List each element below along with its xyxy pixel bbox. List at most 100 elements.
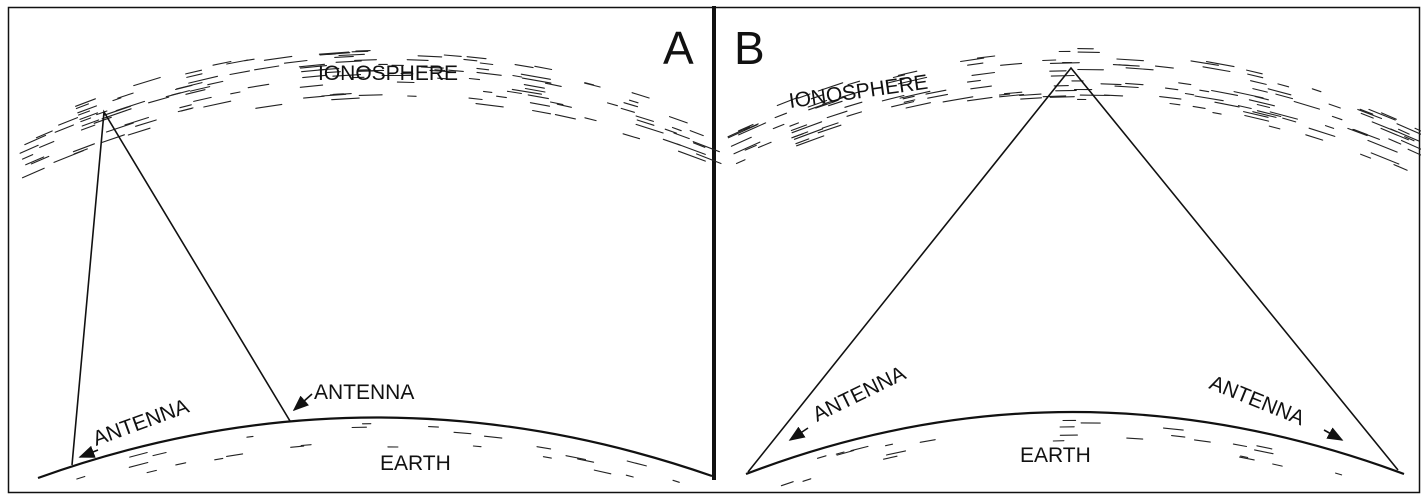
panel-a-ionosphere-stroke	[55, 125, 73, 132]
panel-b-ionosphere-stroke	[968, 63, 983, 65]
panel-a-ionosphere-stroke	[557, 104, 571, 107]
panel-b-ionosphere-stroke	[1248, 74, 1263, 78]
panel-a-ionosphere-stroke	[497, 96, 507, 97]
panel-a-ionosphere-stroke	[630, 100, 639, 103]
panel-b-ionosphere-stroke	[968, 80, 981, 82]
panel-a-ionosphere-stroke	[407, 60, 428, 61]
panel-b-ionosphere-stroke	[1170, 104, 1180, 105]
panel-b-ionosphere-stroke	[1126, 83, 1143, 84]
panel-a-ionosphere-stroke	[339, 54, 364, 55]
panel-b-ionosphere-stroke	[847, 112, 862, 116]
panel-b-ionosphere-stroke	[773, 124, 784, 128]
panel-b-ionosphere-stroke	[1312, 89, 1321, 92]
panel-a-ionosphere-stroke	[231, 92, 240, 94]
panel-b-earth-hatch	[1273, 464, 1283, 466]
panel-a-ionosphere-stroke	[208, 81, 223, 84]
panel-b-ionosphere-stroke	[1394, 165, 1407, 171]
panel-b-ionosphere-stroke	[1043, 60, 1056, 61]
panel-a-ionosphere-stroke	[134, 78, 161, 86]
panel-a-earth-hatch	[537, 447, 551, 449]
panel-a-earth-hatch	[147, 470, 156, 472]
panel-b-earth-hatch	[1195, 440, 1211, 442]
panel-a-ionosphere-stroke	[74, 149, 87, 154]
panel-a-ionosphere-stroke	[300, 85, 322, 87]
panel-a-ionosphere-stroke	[469, 79, 479, 80]
panel-a-ionosphere-stroke	[665, 129, 676, 133]
panel-a-ionosphere-stroke	[670, 117, 688, 123]
panel-b-ionosphere-stroke	[1200, 90, 1209, 92]
panel-b-ionosphere-stroke	[1368, 140, 1397, 152]
panel-b-ionosphere-stroke	[794, 132, 808, 137]
panel-b-earth-hatch	[1127, 438, 1143, 439]
panel-b-ionosphere-stroke	[1203, 67, 1230, 72]
panel-a-earth-hatch	[566, 456, 586, 460]
panel-a-ionosphere-stroke	[467, 57, 486, 59]
panel-b-ionosphere-stroke	[1278, 84, 1289, 87]
panel-b-ionosphere-stroke	[1326, 126, 1334, 129]
panel-b-ionosphere-stroke	[1234, 92, 1263, 98]
panel-a-ionosphere-stroke	[36, 131, 52, 138]
panel-a-ionosphere-stroke	[118, 93, 133, 98]
panel-a-earth-hatch	[176, 463, 186, 465]
panel-a-ionosphere-stroke	[515, 65, 533, 68]
panel-b-antenna-label-left: ANTENNA	[809, 362, 909, 427]
panel-b-ionosphere-stroke	[1101, 84, 1121, 85]
panel-a-ionosphere-stroke	[484, 91, 492, 92]
panel-b-ionosphere-stroke	[906, 103, 930, 108]
panel-b-earth-hatch	[1336, 473, 1342, 475]
panel-b-ionosphere-stroke	[1389, 139, 1401, 144]
panel-a-ionosphere-stroke	[533, 111, 551, 114]
panel-a-ionosphere-stroke	[674, 133, 689, 139]
panel-a-ionosphere-stroke	[186, 70, 202, 74]
panel-a-ionosphere-stroke	[624, 103, 638, 107]
panel-b-ionosphere-stroke	[1247, 70, 1263, 74]
panel-a-ionosphere-stroke	[476, 104, 503, 107]
panel-a-earth-label: EARTH	[380, 452, 451, 475]
panel-a-ionosphere-stroke	[230, 71, 250, 75]
panel-a-earth-hatch	[129, 463, 148, 468]
panel-b-ionosphere-stroke	[737, 160, 746, 164]
panel-b-ionosphere-stroke	[1166, 88, 1178, 90]
panel-b-earth-hatch	[1257, 446, 1272, 449]
panel-a-ionosphere-stroke	[359, 95, 382, 96]
panel-a-earth-hatch	[77, 477, 85, 480]
panel-b-ionosphere-stroke	[1213, 113, 1221, 115]
panel-a-ionosphere-stroke	[551, 102, 563, 105]
panel-a-ionosphere-stroke	[31, 156, 48, 164]
panel-b-earth-hatch	[886, 444, 893, 446]
panel-b-ionosphere-stroke	[1001, 63, 1022, 65]
panel-b-ionosphere-stroke	[1329, 104, 1340, 108]
panel-a-earth-hatch	[485, 436, 502, 438]
panel-b-ionosphere-stroke	[1195, 96, 1223, 101]
panel-b-ionosphere-stroke	[1353, 129, 1380, 139]
panel-a-earth-hatch	[227, 454, 243, 457]
panel-a-ionosphere-stroke	[355, 60, 377, 61]
panel-b-ionosphere-stroke	[971, 86, 992, 89]
panel-a-ionosphere-stroke	[673, 128, 682, 131]
panel-b-ionosphere-stroke	[1332, 116, 1342, 119]
panel-a-earth-hatch	[301, 445, 311, 446]
panel-a-ionosphere-stroke	[245, 59, 254, 61]
panel-b-ionosphere-stroke	[1215, 102, 1239, 107]
panel-a-ionosphere-stroke	[464, 59, 477, 60]
panel-a-earth-hatching	[77, 424, 680, 483]
panel-a-ionosphere-stroke	[585, 118, 596, 121]
panel-a-earth-hatch	[454, 432, 471, 433]
panel-b-ionosphere-stroke	[796, 139, 809, 144]
panel-a-ionosphere-stroke	[20, 145, 38, 153]
panel-a-ionosphere-stroke	[535, 66, 552, 69]
panel-b-ionosphere-stroke	[1160, 97, 1181, 100]
panel-a-ionosphere-stroke	[690, 131, 703, 136]
panel-a-ionosphere-stroke	[255, 66, 279, 70]
panel-a-ionosphere-stroke	[189, 76, 218, 83]
panel-a-earth-hatch	[291, 446, 304, 447]
panel-a-earth-hatch	[153, 453, 166, 456]
panel-b-ionosphere-stroke	[1268, 89, 1291, 95]
panel-a-ionosphere-stroke	[555, 115, 575, 119]
panel-b-earth-hatch	[920, 440, 935, 443]
panel-a: A IONOSPHERE EARTH ANTENNA ANTENNA	[20, 22, 721, 482]
panel-a-ionosphere-stroke	[480, 63, 492, 65]
panel-a-earth-hatch	[673, 480, 679, 482]
panel-b-earth-hatch	[818, 456, 827, 459]
panel-a-ionosphere-stroke	[444, 55, 461, 56]
